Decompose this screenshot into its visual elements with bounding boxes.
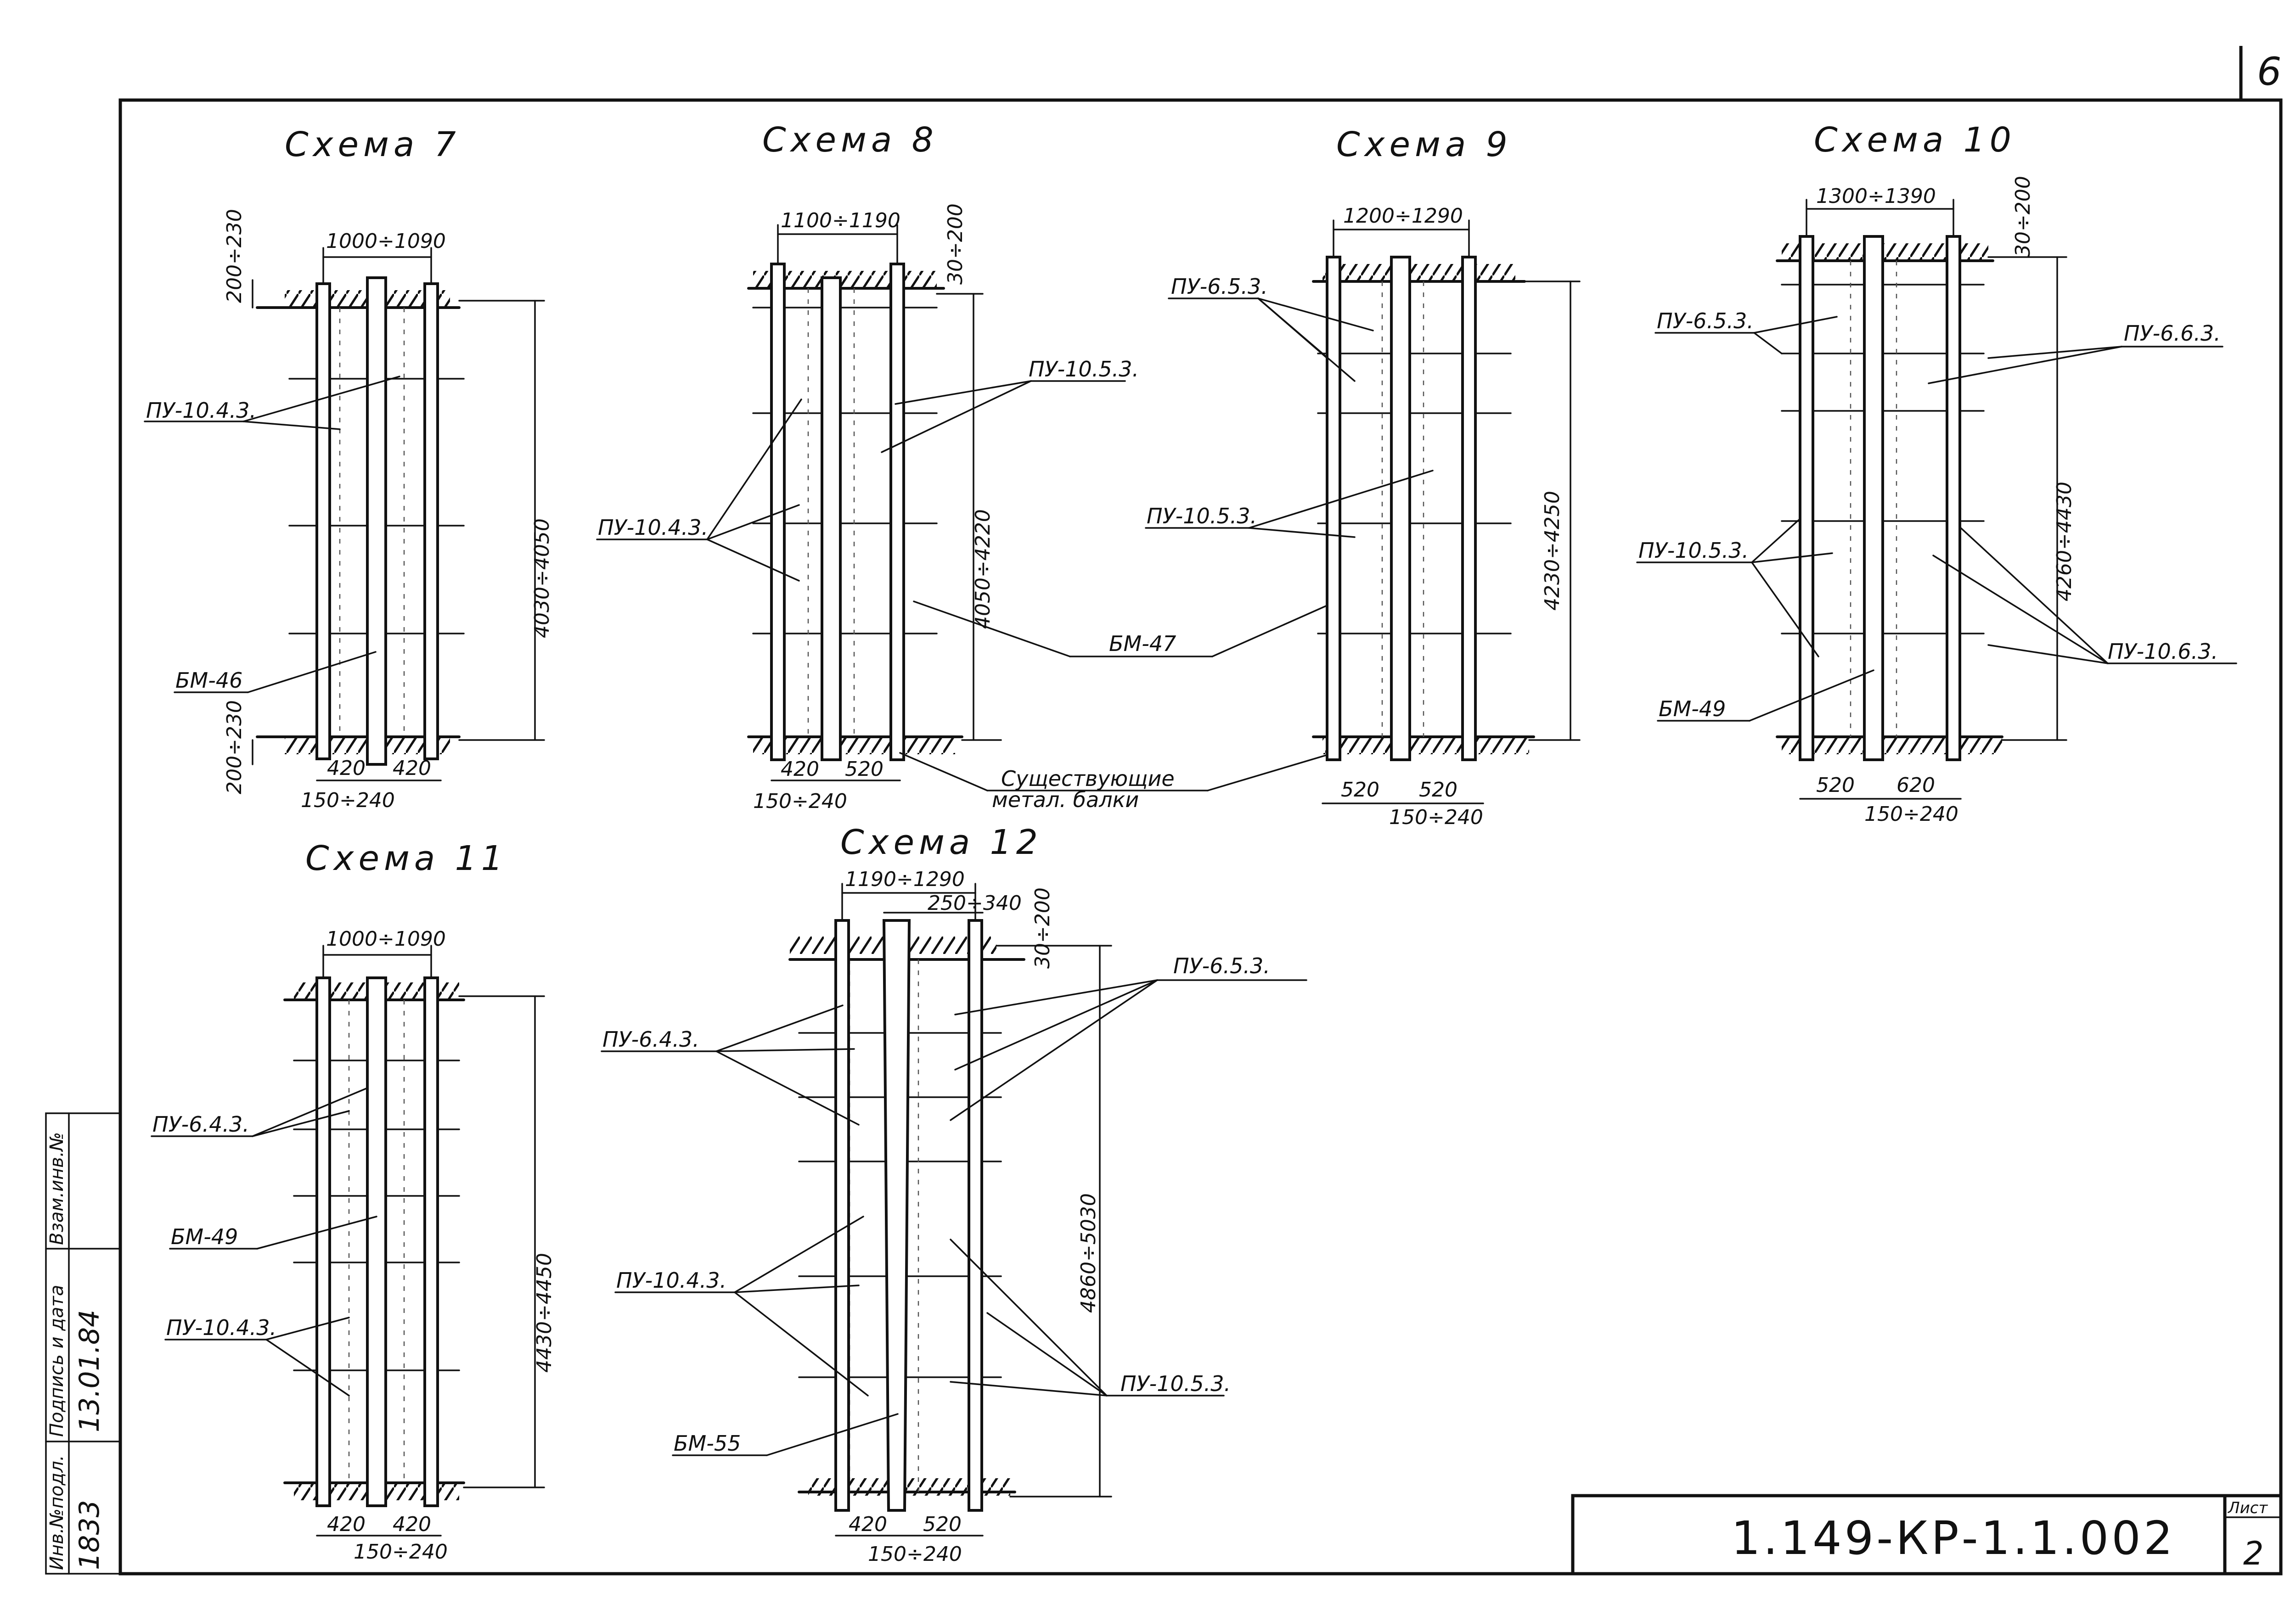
s7-dim-right-span: 420 (393, 757, 431, 780)
s11-dim-left-span: 420 (327, 1513, 366, 1536)
s8-dim-top: 30÷200 (944, 203, 967, 285)
scheme-11: Схема 11 1000÷1090 4430÷4450 420 420 150… (151, 839, 556, 1564)
s12-dim-support: 150÷240 (868, 1542, 962, 1566)
scheme-12-title: Схема 12 (840, 823, 1042, 862)
s8-dim-width: 1100÷1190 (781, 209, 900, 232)
s9-label-slab-b: ПУ-10.5.3. (1147, 504, 1257, 528)
s10-label-slab-c: ПУ-10.5.3. (1638, 538, 1749, 563)
sheet-label: Лист (2227, 1499, 2268, 1517)
s7-label-beam: БМ-46 (175, 668, 242, 693)
s10-dim-top: 30÷200 (2011, 176, 2035, 257)
s11-label-slab-a: ПУ-6.4.3. (152, 1112, 249, 1137)
scheme-8-title: Схема 8 (762, 120, 938, 160)
stamp-date: 13.01.84 (73, 1310, 106, 1432)
s9-dim-height: 4230÷4250 (1541, 491, 1564, 611)
s9-dim-support: 150÷240 (1389, 806, 1483, 829)
s9-dim-width: 1200÷1290 (1343, 204, 1463, 228)
s11-dim-support: 150÷240 (354, 1540, 448, 1564)
stamp-field-inventory: Инв.№подл. (46, 1455, 68, 1570)
s11-label-beam: БМ-49 (171, 1224, 238, 1249)
s12-label-slab-c: ПУ-10.4.3. (616, 1268, 726, 1293)
s10-dim-height: 4260÷4430 (2053, 482, 2076, 601)
s8-label-slab-a: ПУ-10.5.3. (1029, 357, 1139, 381)
s8-dim-support: 150÷240 (753, 790, 847, 813)
s10-label-beam: БМ-49 (1659, 696, 1726, 721)
stamp-field-signature: Подпись и дата (46, 1285, 68, 1437)
s7-dim-height: 4030÷4050 (530, 518, 554, 638)
s7-dim-support: 150÷240 (301, 789, 395, 812)
sheet-frame (118, 46, 2283, 1576)
s11-dim-width: 1000÷1090 (326, 927, 446, 951)
s10-dim-width: 1300÷1390 (1816, 185, 1936, 208)
s8-dim-height: 4050÷4220 (971, 509, 995, 629)
s7-dim-width: 1000÷1090 (326, 230, 446, 253)
s11-dim-height: 4430÷4450 (533, 1253, 556, 1373)
s12-dim-top: 30÷200 (1031, 887, 1054, 969)
scheme-8: Схема 8 1100÷1190 4050÷4220 30÷200 420 5… (596, 120, 1337, 813)
stamp-inventory-number: 1833 (73, 1500, 106, 1570)
s7-dim-left-span: 420 (327, 757, 366, 780)
s10-dim-right-span: 620 (1896, 774, 1935, 797)
scheme-10: Схема 10 1300÷1390 4260÷4430 30÷200 520 … (1636, 120, 2237, 826)
s7-label-slab: ПУ-10.4.3. (146, 398, 256, 423)
s12-label-slab-b: ПУ-6.5.3. (1173, 954, 1270, 978)
s12-label-slab-d: ПУ-10.5.3. (1120, 1371, 1231, 1396)
s7-dim-top: 200÷230 (223, 209, 246, 303)
s12-dim-right-span: 520 (923, 1513, 962, 1536)
s12-label-slab-a: ПУ-6.4.3. (602, 1027, 699, 1052)
scheme-9-title: Схема 9 (1336, 125, 1512, 164)
s8-label-existing-1: Существующие (1001, 766, 1175, 791)
s8-label-existing-2: метал. балки (992, 787, 1139, 812)
scheme-9: Схема 9 1200÷1290 4230÷4250 520 520 150÷… (1145, 125, 1581, 829)
scheme-12: Схема 12 1190÷1290 250÷340 30÷200 4860÷5… (601, 823, 1307, 1566)
s11-dim-right-span: 420 (393, 1513, 431, 1536)
s12-dim-gap: 250÷340 (928, 892, 1022, 915)
s7-dim-bottom: 200÷230 (223, 700, 246, 794)
stamp-field-replacement: Взам.инв.№ (46, 1132, 68, 1245)
s8-label-slab-b: ПУ-10.4.3. (598, 515, 708, 540)
page-number: 6 (2257, 49, 2281, 94)
s10-dim-left-span: 520 (1816, 774, 1855, 797)
s8-label-beam: БМ-47 (1109, 631, 1176, 656)
s9-label-slab-a: ПУ-6.5.3. (1171, 274, 1268, 299)
s10-label-slab-d: ПУ-10.6.3. (2108, 639, 2218, 664)
s12-label-beam: БМ-55 (674, 1431, 741, 1456)
s10-label-slab-b: ПУ-6.6.3. (2124, 321, 2221, 346)
title-block: 1.149-КР-1.1.002 Лист 2 (1571, 1494, 2283, 1576)
s8-dim-left-span: 420 (781, 757, 819, 781)
s10-dim-support: 150÷240 (1864, 802, 1958, 826)
sheet-number: 2 (2243, 1535, 2264, 1572)
scheme-7-title: Схема 7 (285, 125, 461, 164)
scheme-11-title: Схема 11 (305, 839, 507, 878)
s12-dim-height: 4860÷5030 (1077, 1193, 1100, 1313)
drawing-code: 1.149-КР-1.1.002 (1731, 1511, 2175, 1565)
s12-dim-left-span: 420 (849, 1513, 887, 1536)
s11-label-slab-b: ПУ-10.4.3. (166, 1315, 276, 1340)
side-stamp: Инв.№подл. Подпись и дата Взам.инв.№ 183… (45, 1112, 121, 1575)
scheme-7: Схема 7 1000÷1090 4030÷4050 200÷230 200÷… (144, 125, 554, 812)
scheme-10-title: Схема 10 (1814, 120, 2016, 160)
s8-dim-right-span: 520 (845, 757, 884, 781)
s10-label-slab-a: ПУ-6.5.3. (1657, 308, 1754, 333)
s12-dim-width: 1190÷1290 (845, 868, 965, 891)
s9-dim-left-span: 520 (1341, 778, 1379, 802)
s9-dim-right-span: 520 (1419, 778, 1458, 802)
